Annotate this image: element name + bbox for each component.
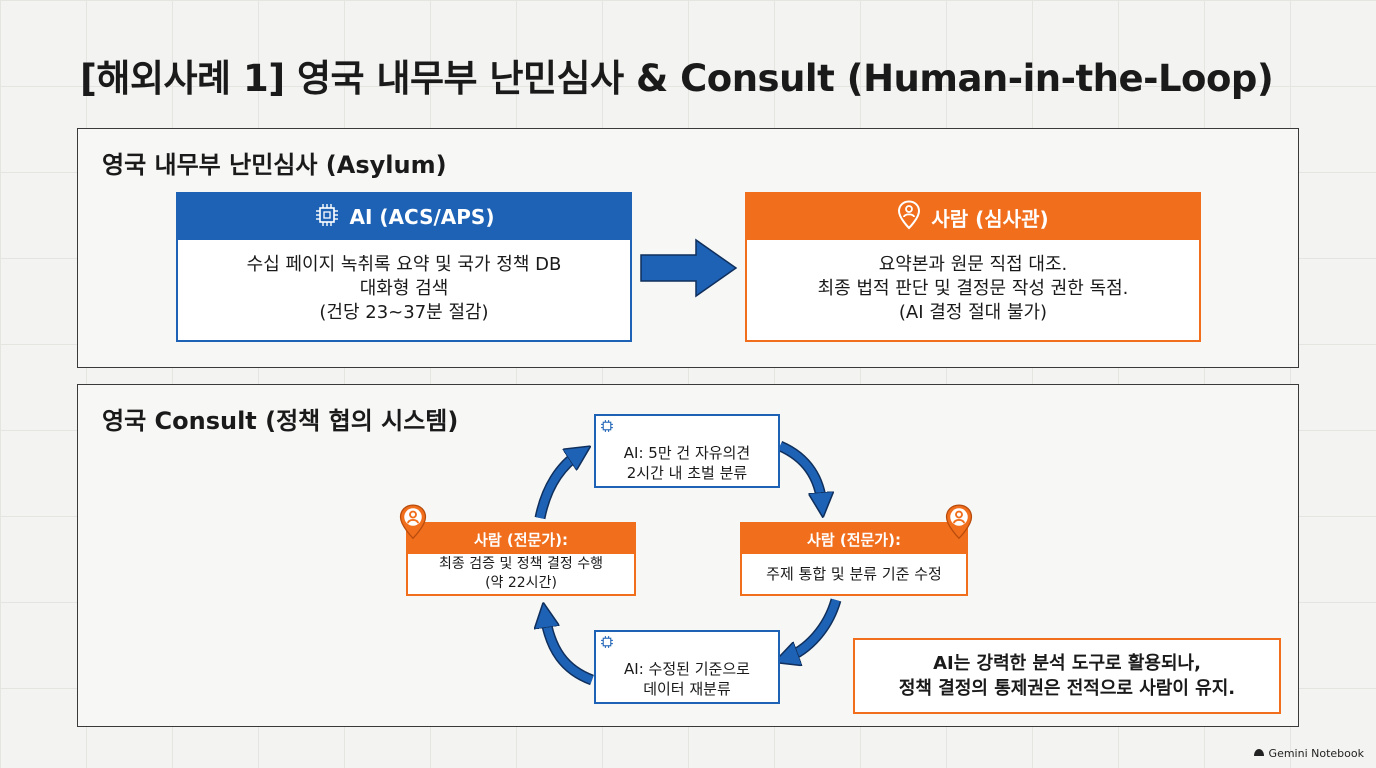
consult-step-line: 최종 검증 및 정책 결정 수행 bbox=[439, 556, 603, 573]
consult-step-4-body: 최종 검증 및 정책 결정 수행 (약 22시간) bbox=[408, 554, 634, 594]
asylum-ai-card: AI (ACS/APS) 수십 페이지 녹취록 요약 및 국가 정책 DB 대화… bbox=[176, 192, 632, 342]
consult-step-ai-reclassify: AI: 수정된 기준으로 데이터 재분류 bbox=[594, 630, 780, 704]
consult-step-3-body: AI: 수정된 기준으로 데이터 재분류 bbox=[596, 654, 778, 704]
consult-step-human-decide: 사람 (전문가): 최종 검증 및 정책 결정 수행 (약 22시간) bbox=[406, 522, 636, 596]
asylum-human-card-header: 사람 (심사관) bbox=[747, 194, 1199, 240]
asylum-ai-card-body: 수십 페이지 녹취록 요약 및 국가 정책 DB 대화형 검색 (건당 23~3… bbox=[178, 240, 630, 338]
consult-summary-note: AI는 강력한 분석 도구로 활용되나, 정책 결정의 통제권은 전적으로 사람… bbox=[853, 638, 1281, 714]
asylum-human-card-title: 사람 (심사관) bbox=[931, 206, 1049, 231]
page-title: [해외사례 1] 영국 내무부 난민심사 & Consult (Human-in… bbox=[80, 57, 1274, 100]
consult-step-line: AI: 5만 건 자유의견 bbox=[623, 443, 751, 462]
consult-step-line: AI: 수정된 기준으로 bbox=[624, 659, 750, 678]
note-line: AI는 강력한 분석 도구로 활용되나, bbox=[933, 652, 1201, 674]
person-pin-icon bbox=[897, 199, 921, 235]
asylum-human-card-body: 요약본과 원문 직접 대조. 최종 법적 판단 및 결정문 작성 권한 독점. … bbox=[747, 240, 1199, 338]
person-pin-icon bbox=[944, 503, 974, 545]
consult-step-2-header: 사람 (전문가): bbox=[742, 524, 966, 554]
consult-step-2-body: 주제 통합 및 분류 기준 수정 bbox=[742, 554, 966, 594]
asylum-ai-line: 대화형 검색 bbox=[359, 277, 449, 299]
person-pin-icon bbox=[398, 503, 428, 545]
note-line: 정책 결정의 통제권은 전적으로 사람이 유지. bbox=[898, 678, 1236, 699]
asylum-human-line: 요약본과 원문 직접 대조. bbox=[878, 253, 1068, 275]
consult-step-1-icon-row bbox=[596, 416, 778, 438]
consult-step-human-revise: 사람 (전문가): 주제 통합 및 분류 기준 수정 bbox=[740, 522, 968, 596]
asylum-ai-line: 수십 페이지 녹취록 요약 및 국가 정책 DB bbox=[246, 253, 562, 275]
asylum-human-line: (AI 결정 절대 불가) bbox=[898, 302, 1048, 324]
asylum-human-line: 최종 법적 판단 및 결정문 작성 권한 독점. bbox=[817, 277, 1129, 299]
notebook-logo-icon bbox=[1253, 747, 1265, 760]
consult-step-line: (약 22시간) bbox=[485, 575, 557, 591]
consult-step-ai-classify: AI: 5만 건 자유의견 2시간 내 초벌 분류 bbox=[594, 414, 780, 488]
chip-icon bbox=[314, 202, 340, 233]
chip-icon bbox=[600, 418, 614, 437]
asylum-ai-card-header: AI (ACS/APS) bbox=[178, 194, 630, 240]
asylum-heading: 영국 내무부 난민심사 (Asylum) bbox=[102, 151, 447, 179]
asylum-ai-card-title: AI (ACS/APS) bbox=[349, 205, 495, 229]
chip-icon bbox=[600, 634, 614, 653]
consult-step-line: 2시간 내 초벌 분류 bbox=[626, 464, 748, 482]
consult-step-3-icon-row bbox=[596, 632, 778, 654]
cycle-arrow-2 bbox=[783, 598, 842, 664]
asylum-human-card: 사람 (심사관) 요약본과 원문 직접 대조. 최종 법적 판단 및 결정문 작… bbox=[745, 192, 1201, 342]
consult-step-4-header: 사람 (전문가): bbox=[408, 524, 634, 554]
asylum-flow-arrow bbox=[640, 238, 738, 298]
footer-text: Gemini Notebook bbox=[1268, 747, 1364, 760]
consult-step-line: 데이터 재분류 bbox=[643, 680, 731, 698]
consult-step-1-body: AI: 5만 건 자유의견 2시간 내 초벌 분류 bbox=[596, 438, 778, 488]
footer-brand: Gemini Notebook bbox=[1253, 747, 1364, 760]
consult-step-line: 주제 통합 및 분류 기준 수정 bbox=[766, 564, 942, 583]
consult-heading: 영국 Consult (정책 협의 시스템) bbox=[102, 407, 459, 435]
asylum-ai-line: (건당 23~37분 절감) bbox=[319, 302, 489, 324]
